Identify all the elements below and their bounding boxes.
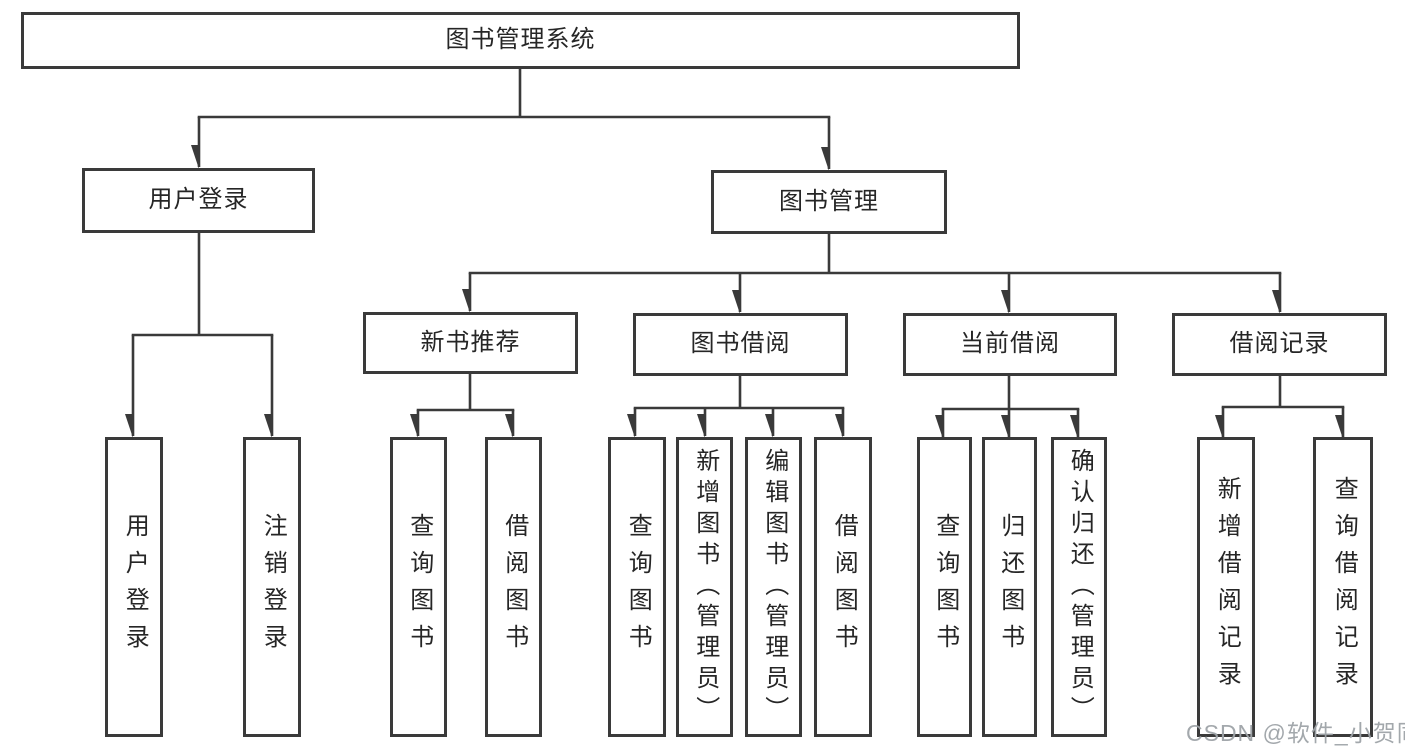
node-current-borrow: 当前借阅 [903, 313, 1117, 376]
leaf-rec-query-books-label: 查询图书 [405, 513, 433, 661]
leaf-borrow-add-books-admin-label: 新增图书（管理员） [691, 447, 719, 727]
leaf-borrow-query-books: 查询图书 [608, 437, 666, 737]
node-new-book-recommend: 新书推荐 [363, 312, 578, 374]
leaf-rec-query-books: 查询图书 [390, 437, 447, 737]
leaf-borrow-borrow-books-label: 借阅图书 [830, 513, 858, 661]
leaf-borrow-edit-books-admin: 编辑图书（管理员） [745, 437, 802, 737]
node-book-borrow: 图书借阅 [633, 313, 848, 376]
leaf-borrow-borrow-books: 借阅图书 [814, 437, 872, 737]
leaf-current-confirm-return-admin-label: 确认归还（管理员） [1066, 447, 1094, 727]
leaf-current-query-books: 查询图书 [917, 437, 972, 737]
node-user-login: 用户登录 [82, 168, 315, 233]
leaf-current-return-books-label: 归还图书 [996, 513, 1024, 661]
leaf-records-query-record-label: 查询借阅记录 [1330, 476, 1358, 698]
csdn-watermark: CSDN @软件_小贺同学 [1186, 720, 1405, 746]
leaf-user-login: 用户登录 [105, 437, 163, 737]
leaf-borrow-edit-books-admin-label: 编辑图书（管理员） [760, 447, 788, 727]
leaf-borrow-query-books-label: 查询图书 [624, 513, 652, 661]
leaf-current-confirm-return-admin: 确认归还（管理员） [1051, 437, 1107, 737]
node-library-system-root: 图书管理系统 [21, 12, 1020, 69]
leaf-borrow-add-books-admin: 新增图书（管理员） [676, 437, 733, 737]
leaf-user-login-label: 用户登录 [121, 513, 149, 661]
node-borrow-records: 借阅记录 [1172, 313, 1387, 376]
leaf-logout: 注销登录 [243, 437, 301, 737]
leaf-records-query-record: 查询借阅记录 [1313, 437, 1373, 737]
node-book-management: 图书管理 [711, 170, 947, 234]
leaf-rec-borrow-books: 借阅图书 [485, 437, 542, 737]
leaf-logout-label: 注销登录 [259, 513, 287, 661]
leaf-rec-borrow-books-label: 借阅图书 [500, 513, 528, 661]
leaf-records-add-record: 新增借阅记录 [1197, 437, 1255, 737]
leaf-current-query-books-label: 查询图书 [931, 513, 959, 661]
leaf-current-return-books: 归还图书 [982, 437, 1037, 737]
leaf-records-add-record-label: 新增借阅记录 [1213, 476, 1241, 698]
